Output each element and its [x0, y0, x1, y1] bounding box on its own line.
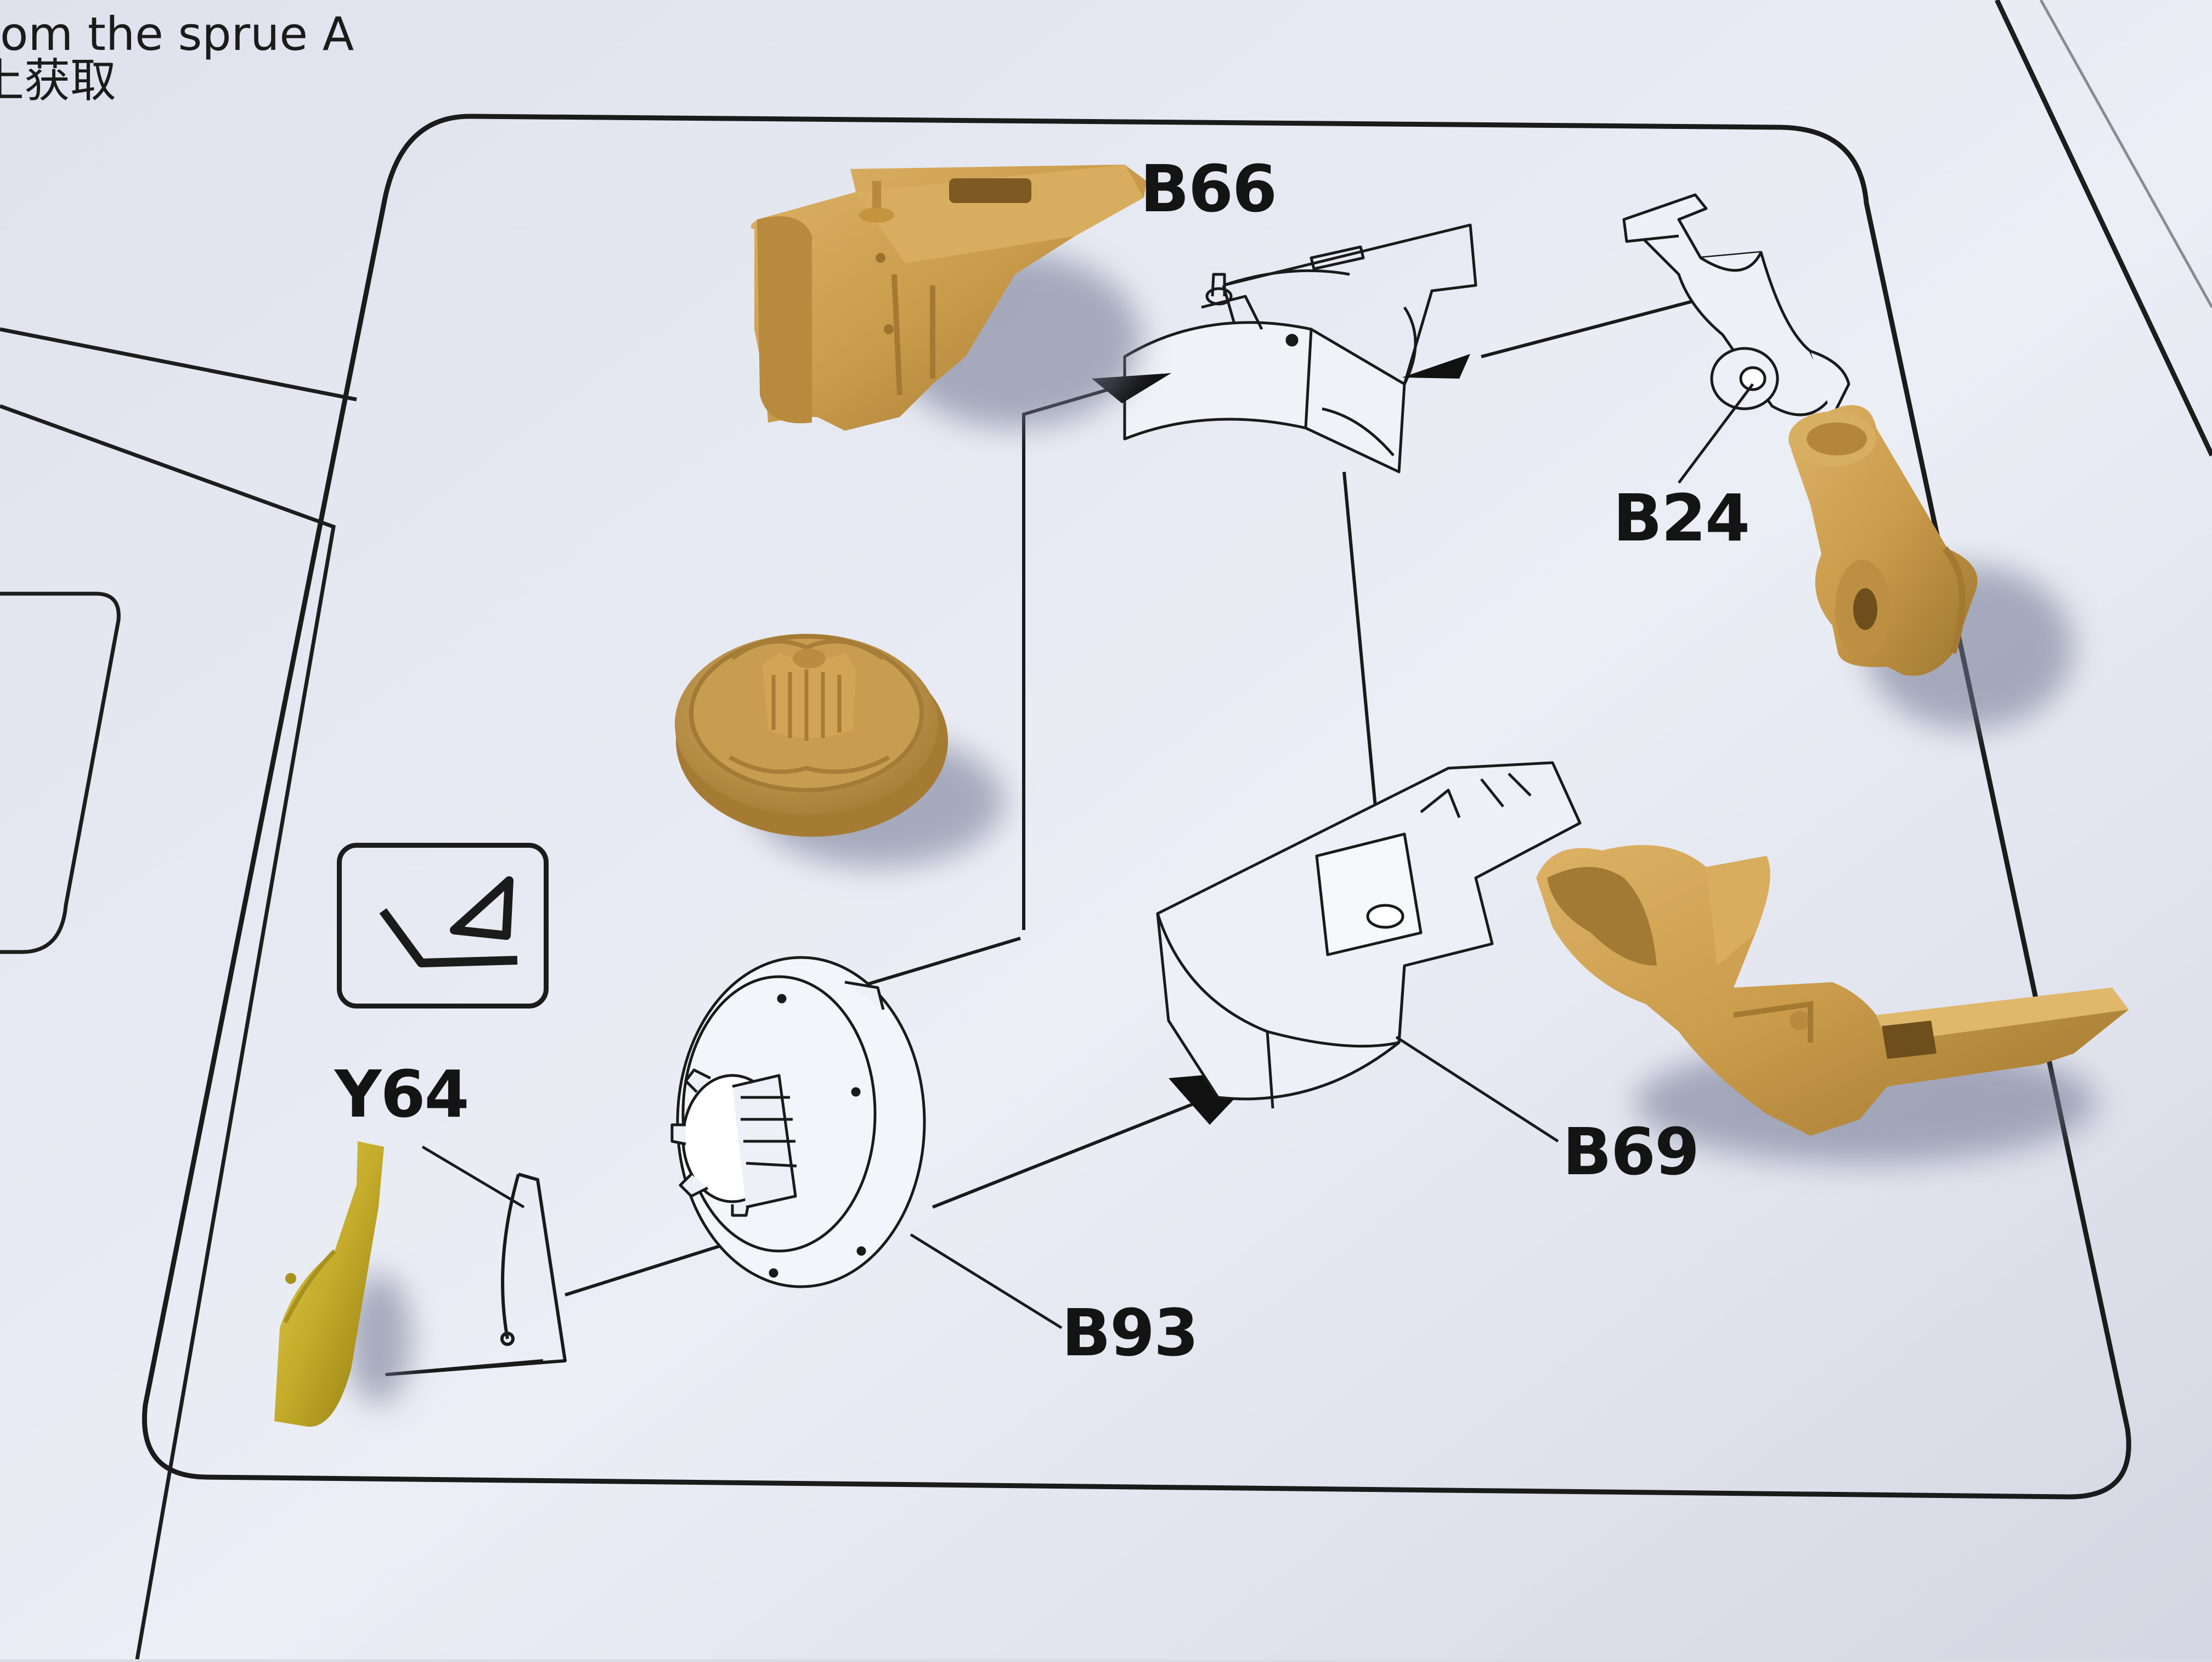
y64-leader-line	[421, 1145, 525, 1209]
left-small-frame	[0, 591, 121, 954]
b69-plastic-part	[1536, 845, 2129, 1136]
b24-line-drawing	[1622, 193, 1850, 418]
left-callout-line	[0, 327, 357, 402]
y64-brass-part	[274, 1141, 384, 1427]
b66-plastic-part	[751, 165, 1147, 431]
b93-gear-teeth	[670, 1068, 797, 1217]
left-callout-line-2	[0, 404, 336, 1660]
b69-leader-line	[1395, 1035, 1559, 1143]
header-text-line-2: 上获取	[0, 54, 117, 108]
b69-line-drawing	[1156, 761, 1582, 1109]
y64-line-drawing	[385, 1173, 567, 1376]
b93-plastic-gear	[675, 634, 948, 837]
label-y64: Y64	[335, 1056, 470, 1132]
sheet-edge-line-2	[2039, 0, 2212, 308]
sheet-edge-line	[1994, 0, 2212, 457]
instruction-frame	[142, 114, 2131, 1500]
b24-leader-line	[1678, 383, 1754, 484]
bend-icon-glyph	[379, 876, 518, 967]
label-b69: B69	[1562, 1114, 1700, 1190]
b93-pinion	[763, 649, 856, 741]
b66-line-drawing	[1123, 223, 1477, 474]
label-b66: B66	[1140, 151, 1277, 227]
b24-plastic-part	[1788, 405, 1978, 676]
label-b24: B24	[1613, 480, 1750, 556]
b93-line-drawing	[670, 956, 926, 1288]
header-text-line-1: om the sprue A	[0, 7, 354, 61]
label-b93: B93	[1062, 1295, 1199, 1371]
b93-leader-line	[910, 1233, 1063, 1329]
bend-part-icon	[337, 843, 549, 1009]
